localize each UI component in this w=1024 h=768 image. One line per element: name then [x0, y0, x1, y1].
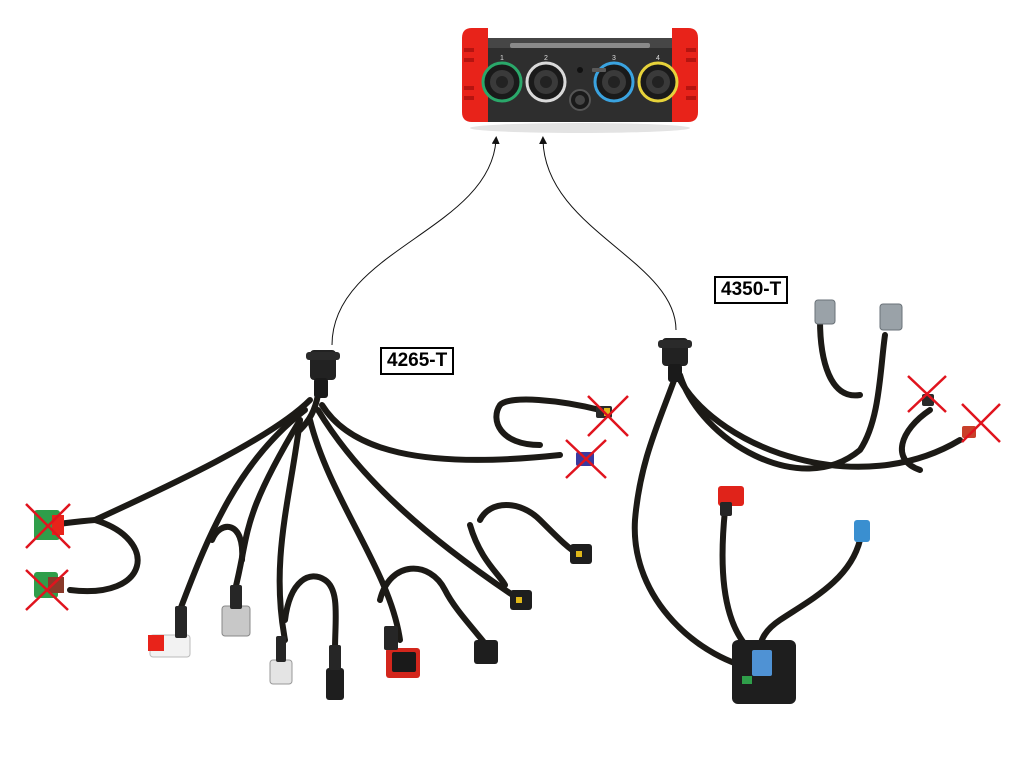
connector-black-small-2	[510, 590, 532, 610]
cross-icon	[907, 375, 947, 413]
connector-white	[269, 636, 293, 685]
aux-port	[569, 89, 591, 111]
channel-number-3: 3	[612, 55, 616, 62]
connector-small-7	[962, 426, 976, 438]
cable-label-4265: 4265-T	[380, 347, 455, 375]
connector-grey-1	[221, 585, 251, 637]
cross-icon	[25, 503, 71, 549]
right-bumper	[672, 28, 698, 122]
connector-black-small-3	[570, 544, 592, 564]
channel-port-2	[525, 61, 567, 103]
cable-label-4350: 4350-T	[714, 276, 789, 304]
junction-box-4350	[732, 640, 796, 704]
connector-red-4350	[718, 486, 744, 516]
connector-red-black	[384, 626, 420, 678]
channel-port-1	[481, 61, 523, 103]
connector-blue-4350	[854, 520, 870, 542]
channel-number-4: 4	[656, 55, 660, 62]
cross-icon	[961, 403, 1001, 443]
connector-red-white	[148, 606, 191, 658]
cross-icon	[25, 569, 69, 611]
cable-harness-4265	[42, 392, 603, 653]
channel-number-1: 1	[500, 55, 504, 62]
connector-black	[326, 645, 344, 700]
connector-green-2	[34, 572, 64, 598]
main-connector-4350	[658, 338, 692, 382]
left-bumper	[462, 28, 488, 122]
cable-harness-4350	[631, 317, 963, 673]
connector-grey-top-1	[814, 299, 836, 325]
channel-port-4	[637, 61, 679, 103]
main-connector-4265	[306, 350, 340, 398]
arrow-4350-to-device	[539, 136, 677, 331]
connector-black-small-1	[474, 640, 498, 664]
measurement-device: 1 2 3 4	[462, 28, 698, 133]
channel-port-3	[593, 61, 635, 103]
cross-icon	[587, 395, 629, 437]
channel-number-2: 2	[544, 55, 548, 62]
connector-grey-top-2	[879, 303, 903, 331]
cross-icon	[565, 439, 607, 479]
arrow-4265-to-device	[331, 136, 500, 346]
